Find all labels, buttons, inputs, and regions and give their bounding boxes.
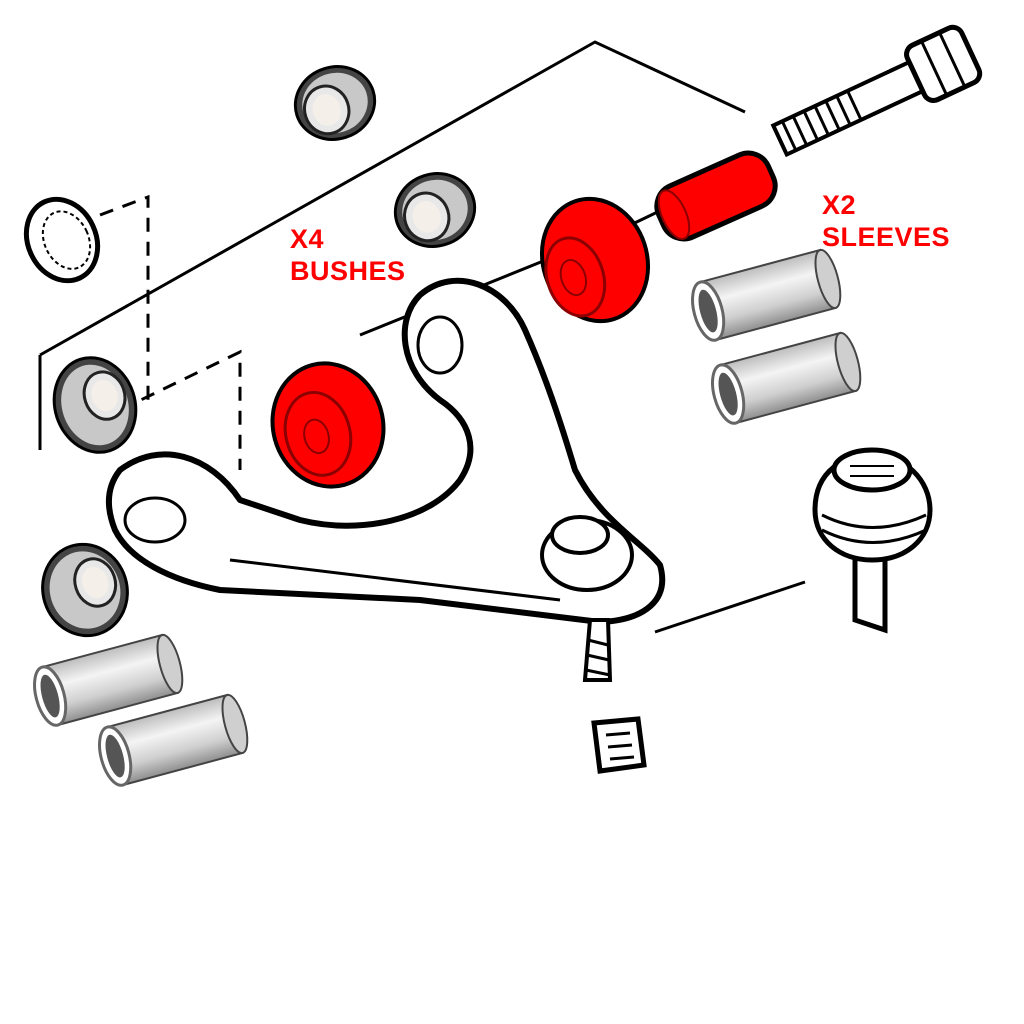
bush-icon <box>41 542 129 638</box>
arm-stud-icon <box>540 515 634 682</box>
bushes-count-label: X4 <box>290 224 324 254</box>
sleeve-icon <box>98 693 249 787</box>
bolt-sleeve <box>654 150 778 242</box>
sleeves-count-label: X2 <box>822 190 856 220</box>
ball-joint-icon <box>812 447 933 634</box>
bush-icon <box>293 65 377 141</box>
dashed-guide-lower <box>119 349 242 470</box>
sleeve-icon <box>691 248 842 342</box>
nut-icon <box>591 716 647 774</box>
sleeves-name-label: SLEEVES <box>822 222 950 252</box>
front-bush-housing <box>270 361 386 489</box>
control-arm-icon <box>106 277 666 625</box>
outer-guide-frame <box>39 40 746 357</box>
rear-bush-housing <box>539 196 651 324</box>
washer-icon <box>23 196 101 284</box>
sleeve-icon <box>33 633 184 727</box>
bush-icon <box>52 356 138 454</box>
bush-icon <box>393 172 477 248</box>
bolt-icon <box>770 24 983 158</box>
sleeve-icon <box>711 331 862 425</box>
ball-joint-guide-line <box>654 580 806 634</box>
bushes-name-label: BUSHES <box>290 256 406 286</box>
dashed-guide-upper <box>99 194 150 400</box>
